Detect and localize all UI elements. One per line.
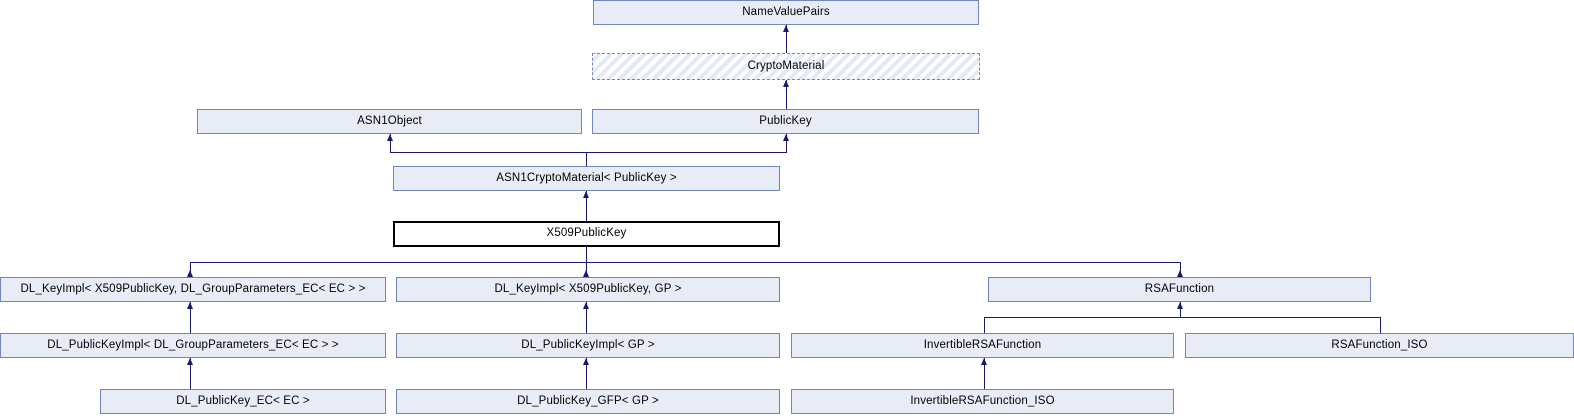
- class-node-dl-publickeyimpl-ec[interactable]: DL_PublicKeyImpl< DL_GroupParameters_EC<…: [0, 333, 386, 358]
- arrowhead-dlpublickeygfp-dlpublickeyimplgp: [582, 358, 589, 365]
- edge-dlpublickeyimplec-dlkeyimplec: [190, 302, 191, 334]
- arrowhead-dlpublickeyec-dlpublickeyimplec: [186, 358, 193, 365]
- arrowhead-rsafunction-children: [1176, 302, 1183, 309]
- class-node-dl-keyimpl-gp[interactable]: DL_KeyImpl< X509PublicKey, GP >: [396, 277, 780, 302]
- edge-bus-rsafunction-children: [984, 317, 1380, 318]
- edge-cryptomaterial-namevaluepairs: [786, 25, 787, 53]
- class-label: DL_PublicKeyImpl< GP >: [521, 338, 655, 351]
- class-label: ASN1CryptoMaterial< PublicKey >: [496, 171, 677, 184]
- class-label: RSAFunction_ISO: [1331, 338, 1428, 351]
- edge-dlpublickeyimplgp-dlkeyimplgp: [586, 302, 587, 334]
- class-label: ASN1Object: [357, 114, 422, 127]
- arrowhead-asn1cryptomaterial-publickey: [782, 134, 789, 141]
- class-node-dl-publickeyimpl-gp[interactable]: DL_PublicKeyImpl< GP >: [396, 333, 780, 358]
- arrowhead-asn1cryptomaterial-asn1object: [386, 134, 393, 141]
- arrowhead-cryptomaterial-namevaluepairs: [782, 25, 789, 32]
- edge-x509publickey-asn1cryptomaterial: [586, 191, 587, 222]
- edge-publickey-cryptomaterial: [786, 80, 787, 109]
- arrowhead-dlkeyimplec-x509publickey: [186, 270, 193, 277]
- class-node-invertiblersafunction-iso[interactable]: InvertibleRSAFunction_ISO: [791, 389, 1174, 414]
- arrowhead-rsafunction-x509publickey: [1176, 270, 1183, 277]
- class-label: DL_KeyImpl< X509PublicKey, DL_GroupParam…: [20, 282, 366, 295]
- class-label: RSAFunction: [1144, 282, 1215, 295]
- edge-dlpublickeyec-dlpublickeyimplec: [190, 358, 191, 390]
- arrowhead-dlpublickeyimplgp-dlkeyimplgp: [582, 302, 589, 309]
- arrowhead-x509publickey-asn1cryptomaterial: [582, 191, 589, 198]
- class-node-x509publickey[interactable]: X509PublicKey: [393, 221, 780, 247]
- class-node-asn1object[interactable]: ASN1Object: [197, 109, 582, 134]
- class-label: InvertibleRSAFunction: [923, 338, 1042, 351]
- arrowhead-dlkeyimplgp-x509publickey: [582, 270, 589, 277]
- class-node-publickey[interactable]: PublicKey: [592, 109, 979, 134]
- class-node-rsafunction[interactable]: RSAFunction: [988, 277, 1371, 302]
- edge-rsafunctioniso-rsafunction: [1380, 317, 1381, 334]
- edge-bus-asn1cryptomaterial: [390, 152, 787, 153]
- edge-invertiblersafunction-rsafunction: [984, 317, 985, 334]
- class-label: DL_PublicKey_EC< EC >: [176, 394, 310, 407]
- class-node-rsafunction-iso[interactable]: RSAFunction_ISO: [1185, 333, 1574, 358]
- edge-x509publickey-stem: [586, 247, 587, 263]
- class-label: DL_KeyImpl< X509PublicKey, GP >: [494, 282, 682, 295]
- class-node-dl-publickey-gfp[interactable]: DL_PublicKey_GFP< GP >: [396, 389, 780, 414]
- class-node-asn1cryptomaterial[interactable]: ASN1CryptoMaterial< PublicKey >: [393, 166, 780, 191]
- edge-asn1cryptomaterial-publickey: [786, 134, 787, 153]
- edge-asn1cryptomaterial-asn1object: [390, 134, 391, 153]
- class-node-dl-publickey-ec[interactable]: DL_PublicKey_EC< EC >: [100, 389, 386, 414]
- class-label: DL_PublicKey_GFP< GP >: [517, 394, 659, 407]
- class-node-namevaluepairs[interactable]: NameValuePairs: [593, 0, 979, 25]
- class-label: InvertibleRSAFunction_ISO: [910, 394, 1055, 407]
- edge-dlpublickeygfp-dlpublickeyimplgp: [586, 358, 587, 390]
- class-node-invertiblersafunction[interactable]: InvertibleRSAFunction: [791, 333, 1174, 358]
- class-node-dl-keyimpl-ec[interactable]: DL_KeyImpl< X509PublicKey, DL_GroupParam…: [0, 277, 386, 302]
- arrowhead-dlpublickeyimplec-dlkeyimplec: [186, 302, 193, 309]
- arrowhead-invertiblersafunctioniso-invertiblersafunction: [980, 358, 987, 365]
- class-node-cryptomaterial[interactable]: CryptoMaterial: [592, 53, 980, 80]
- class-label: PublicKey: [759, 114, 812, 127]
- edge-asn1cryptomaterial-stem: [586, 152, 587, 167]
- class-label: NameValuePairs: [742, 5, 830, 18]
- class-label: X509PublicKey: [546, 227, 627, 240]
- class-label: DL_PublicKeyImpl< DL_GroupParameters_EC<…: [47, 338, 339, 351]
- edge-bus-x509publickey-children: [190, 262, 1181, 263]
- class-label: CryptoMaterial: [747, 59, 825, 72]
- edge-invertiblersafunctioniso-invertiblersafunction: [984, 358, 985, 390]
- arrowhead-publickey-cryptomaterial: [782, 80, 789, 87]
- edge-rsafunction-stem: [1180, 302, 1181, 318]
